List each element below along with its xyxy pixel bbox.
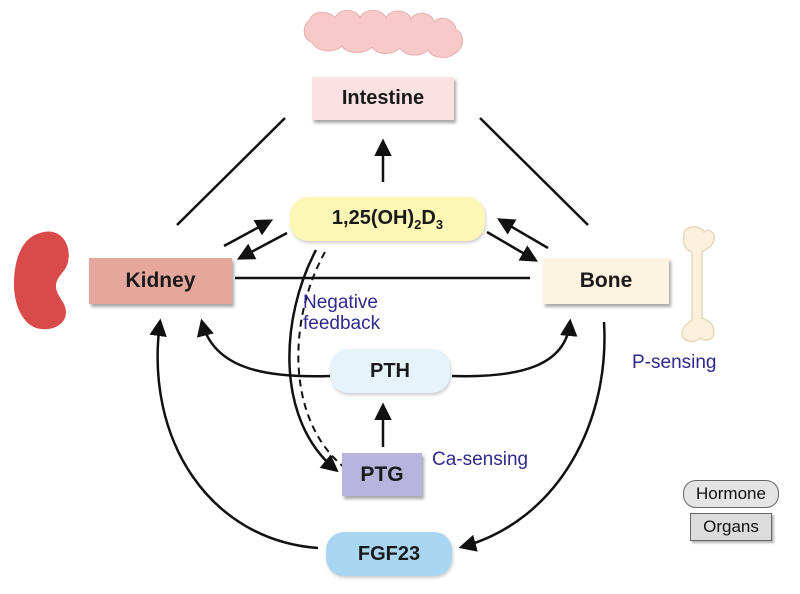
fgf23-label: FGF23 xyxy=(357,542,421,565)
arrow-pth-to-kidney xyxy=(196,318,331,378)
arrow-bone-to-vitd xyxy=(496,218,549,250)
arrow-fgf23-to-kidney xyxy=(149,318,319,550)
ca-sensing-label: Ca-sensing xyxy=(432,449,529,470)
arrow-vitd-to-bone xyxy=(486,230,539,262)
negative-feedback-dashed-line xyxy=(297,251,346,469)
arrows xyxy=(149,138,606,552)
kidney-illustration xyxy=(13,231,69,330)
legend-hormone: Hormone xyxy=(683,480,779,508)
vitamin-d-box: 1,25(OH)2D3 xyxy=(290,197,485,241)
kidney-box: Kidney xyxy=(89,258,232,304)
legend-organs: Organs xyxy=(690,513,772,541)
intestine-box: Intestine xyxy=(312,77,454,120)
pth-box: PTH xyxy=(330,349,450,393)
pth-label: PTH xyxy=(370,359,410,382)
vitamin-d-label: 1,25(OH)2D3 xyxy=(331,206,444,232)
arrow-vitd-to-kidney xyxy=(236,231,288,260)
bone-illustration xyxy=(681,226,716,343)
negative-feedback-label: Negative feedback xyxy=(303,292,381,334)
connector-lines xyxy=(176,117,589,280)
arrow-bone-to-fgf23 xyxy=(458,321,606,552)
bone-box: Bone xyxy=(543,258,669,304)
arrow-pth-to-bone xyxy=(451,318,578,378)
fgf23-box: FGF23 xyxy=(326,532,452,576)
kidney-label: Kidney xyxy=(125,269,196,292)
intestine-illustration xyxy=(303,10,463,58)
bone-label: Bone xyxy=(579,269,633,292)
ptg-label: PTG xyxy=(360,462,404,486)
ptg-box: PTG xyxy=(342,453,422,496)
intestine-label: Intestine xyxy=(341,87,425,109)
arrow-vitd-to-ptg xyxy=(288,249,339,473)
p-sensing-label: P-sensing xyxy=(632,352,717,373)
arrow-kidney-to-vitd xyxy=(223,219,274,248)
